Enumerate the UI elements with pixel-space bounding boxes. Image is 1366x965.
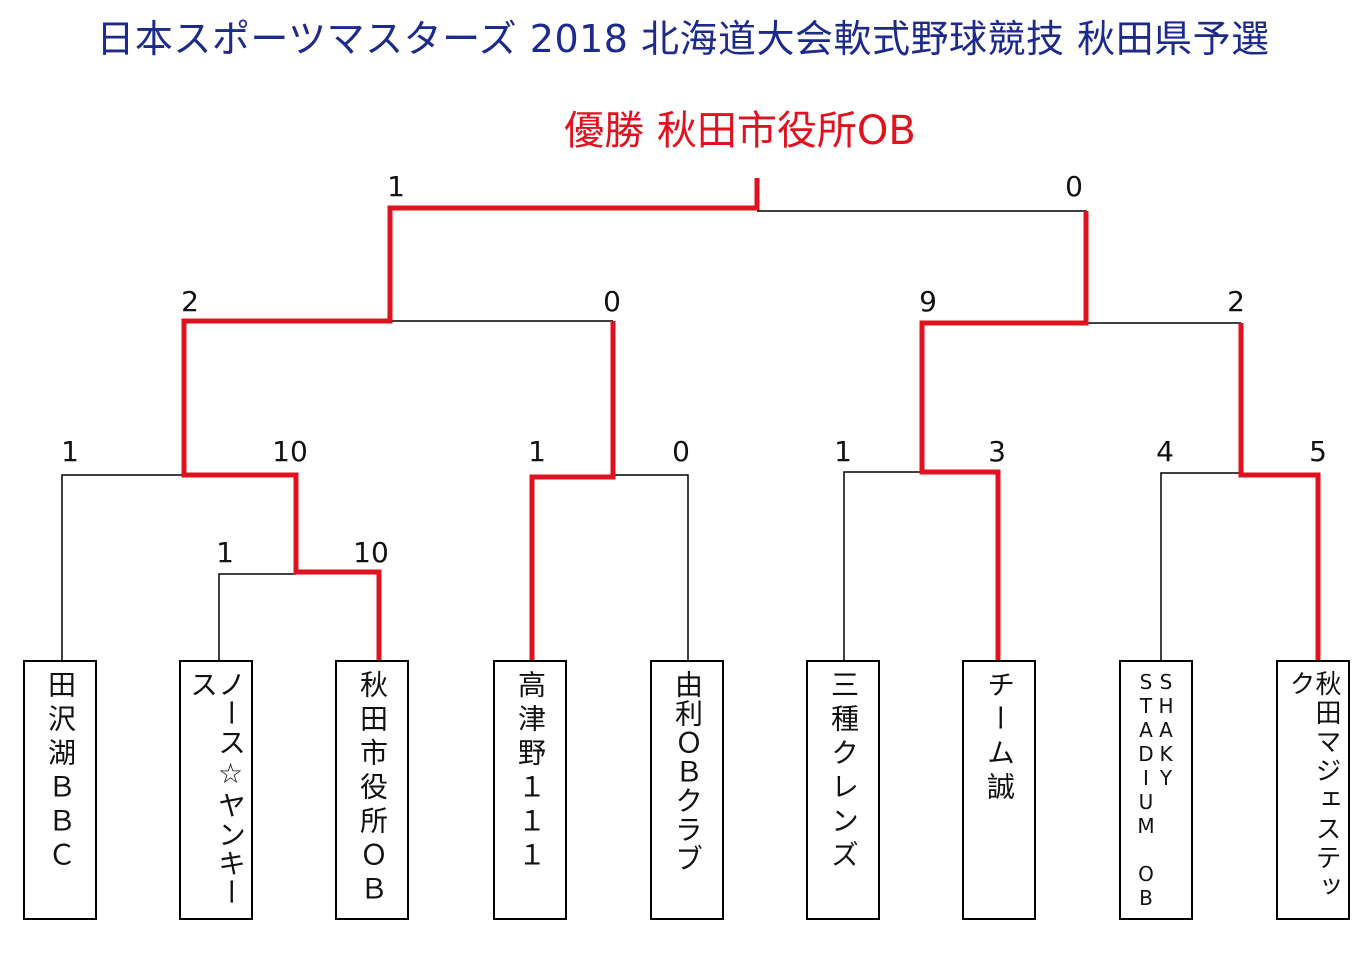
team-name: 田沢湖ＢＢＣ xyxy=(44,670,77,874)
winner-path-team-makoto xyxy=(919,211,1089,660)
tournament-title: 日本スポーツマスターズ 2018 北海道大会軟式野球競技 秋田県予選 xyxy=(96,17,1270,61)
team-name: 秋田マジェステック xyxy=(1285,670,1341,902)
team-name: チーム誠 xyxy=(983,670,1016,806)
team-name: SHAKY STADIUM OB xyxy=(1134,670,1178,910)
team-name: 三種クレンズ xyxy=(827,670,860,874)
team-name: 高津野１１１ xyxy=(514,670,547,874)
score-final-left: 1 xyxy=(387,170,405,203)
score-qf2-left: 1 xyxy=(528,435,546,468)
score-r1-right: 10 xyxy=(353,536,389,569)
team-box: チーム誠 xyxy=(962,660,1036,920)
score-qf1-right: 10 xyxy=(272,435,308,468)
winner-path-akita xyxy=(181,178,760,660)
winner-lines xyxy=(181,178,1321,660)
team-box: 三種クレンズ xyxy=(806,660,880,920)
score-semi2-left: 9 xyxy=(919,285,937,318)
score-qf2-right: 0 xyxy=(672,435,690,468)
line-qf3-left xyxy=(843,471,922,660)
line-r1-left xyxy=(218,573,296,660)
team-name: 秋田市役所ＯＢ xyxy=(356,670,389,908)
score-semi1-left: 2 xyxy=(181,285,199,318)
score-semi2-right: 2 xyxy=(1227,285,1245,318)
team-name: 由利ＯＢクラブ xyxy=(671,670,704,873)
line-qf1-left xyxy=(61,474,184,660)
score-final-right: 0 xyxy=(1065,170,1083,203)
champion-label: 優勝 秋田市役所OB xyxy=(564,108,916,154)
line-qf2-right xyxy=(613,474,689,660)
winner-path-takatsuno xyxy=(529,321,616,660)
score-qf4-left: 4 xyxy=(1156,435,1174,468)
score-qf3-right: 3 xyxy=(988,435,1006,468)
winner-path-majestic xyxy=(1238,323,1321,660)
line-qf4-left xyxy=(1160,472,1241,660)
team-box: SHAKY STADIUM OB xyxy=(1119,660,1193,920)
team-box: ノース☆ヤンキース xyxy=(179,660,253,920)
team-box: 高津野１１１ xyxy=(493,660,567,920)
score-qf4-right: 5 xyxy=(1309,435,1327,468)
score-r1-left: 1 xyxy=(216,536,234,569)
team-box: 由利ＯＢクラブ xyxy=(650,660,724,920)
team-box: 田沢湖ＢＢＣ xyxy=(23,660,97,920)
team-box: 秋田マジェステック xyxy=(1276,660,1350,920)
score-qf3-left: 1 xyxy=(834,435,852,468)
line-final-right xyxy=(757,210,1087,215)
team-name: ノース☆ヤンキース xyxy=(186,670,247,907)
score-semi1-right: 0 xyxy=(603,285,621,318)
loser-lines xyxy=(61,210,1241,660)
score-qf1-left: 1 xyxy=(61,435,79,468)
team-box: 秋田市役所ＯＢ xyxy=(335,660,409,920)
